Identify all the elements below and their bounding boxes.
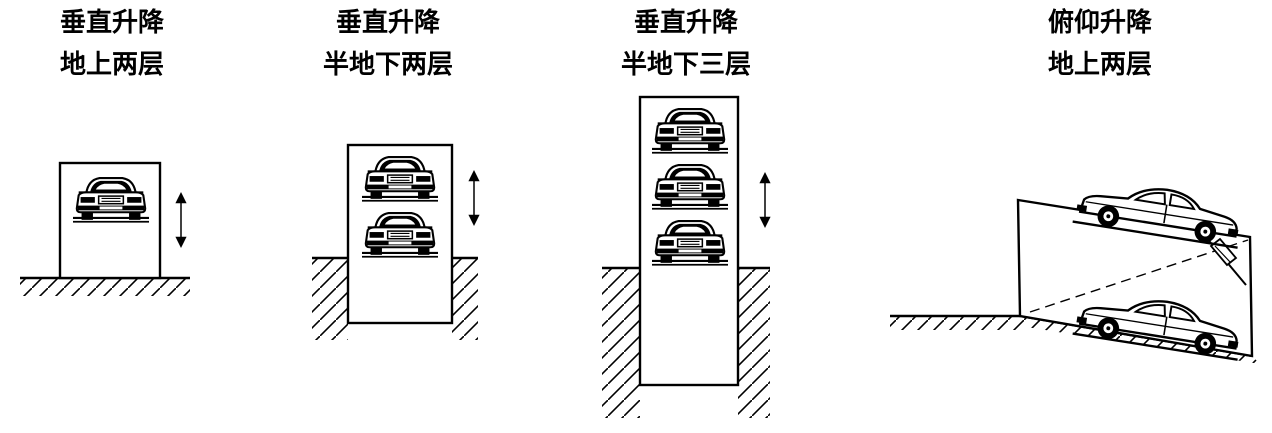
panel-3-title-line1: 垂直升降 (633, 8, 738, 38)
panel-4-title-line2: 地上两层 (1047, 50, 1152, 80)
panel-2-title: 垂直升降 半地下两层 (268, 2, 508, 86)
panel-4-title-line1: 俯仰升降 (1047, 8, 1152, 38)
panel-1-title-line1: 垂直升降 (59, 8, 164, 38)
panel-2-title-line2: 半地下两层 (322, 50, 453, 80)
panel-3-hatch-right (738, 268, 770, 418)
panel-3-semi-underground-three-levels (602, 95, 772, 418)
panel-4-tilting-above-ground-two-levels (890, 174, 1260, 364)
panel-2-semi-underground-two-levels (312, 143, 481, 340)
panel-1-above-ground-two-levels (20, 161, 190, 296)
panel-3-lift-arrow (758, 171, 772, 229)
panel-3-title: 垂直升降 半地下三层 (566, 2, 806, 86)
panel-1-lift-arrow (174, 191, 188, 249)
panel-2-title-line1: 垂直升降 (335, 8, 440, 38)
panel-1-title-line2: 地上两层 (59, 50, 164, 80)
panel-2-hatch-left (312, 258, 348, 340)
panel-2-lift-arrow (467, 169, 481, 227)
panel-1-title: 垂直升降 地上两层 (0, 2, 232, 86)
panel-1-hatch (20, 278, 190, 296)
panel-3-hatch-left (602, 268, 640, 418)
panel-3-title-line2: 半地下三层 (620, 50, 751, 80)
panel-4-hatch (890, 316, 1020, 330)
panel-4-title: 俯仰升降 地上两层 (980, 2, 1220, 86)
panel-4-dashed-line (1029, 239, 1249, 313)
panel-2-hatch-right (452, 258, 478, 340)
